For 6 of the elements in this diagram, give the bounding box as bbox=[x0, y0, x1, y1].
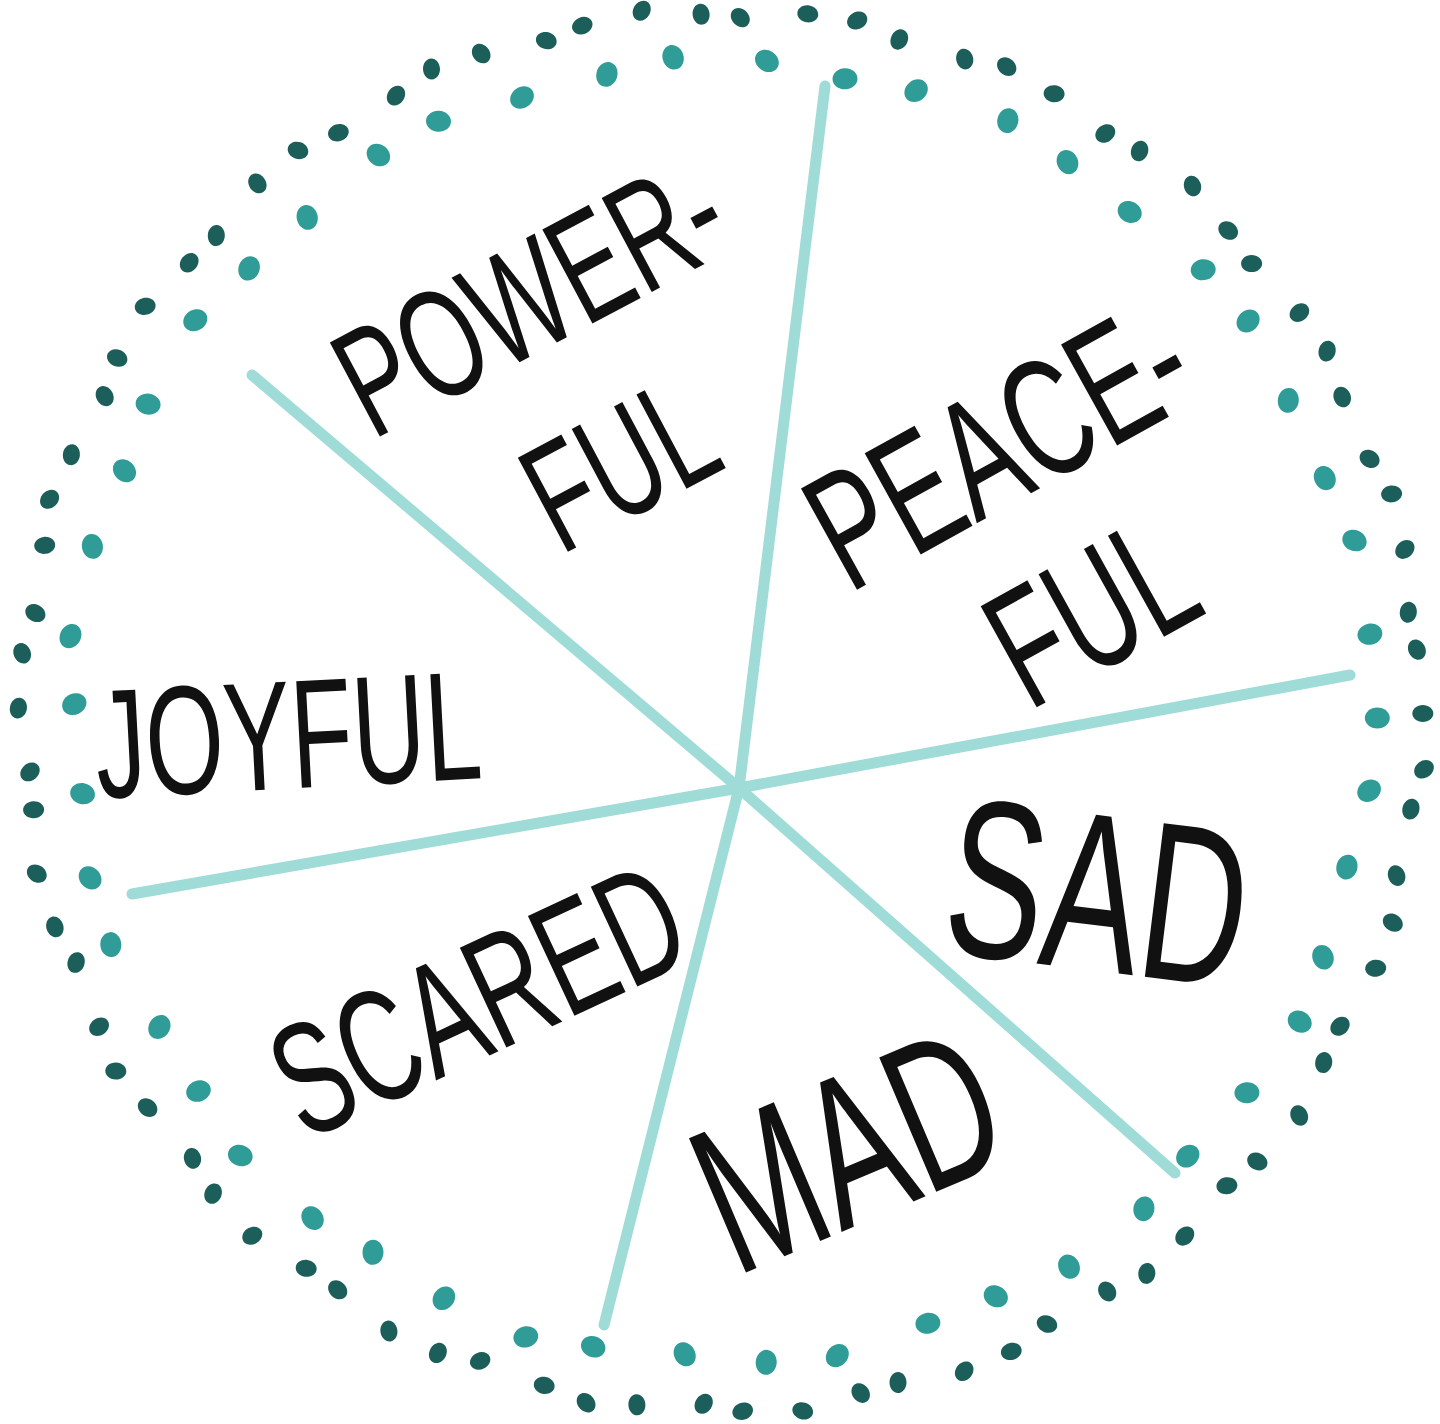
emotion-label: SAD bbox=[950, 801, 1242, 982]
emotion-label: PEACE- FUL bbox=[801, 316, 1207, 708]
emotion-label: MAD bbox=[689, 1041, 993, 1273]
emotion-label: POWER- FUL bbox=[329, 179, 726, 552]
emotion-label: JOYFUL bbox=[98, 673, 481, 799]
emotion-label: SCARED bbox=[273, 873, 679, 1132]
